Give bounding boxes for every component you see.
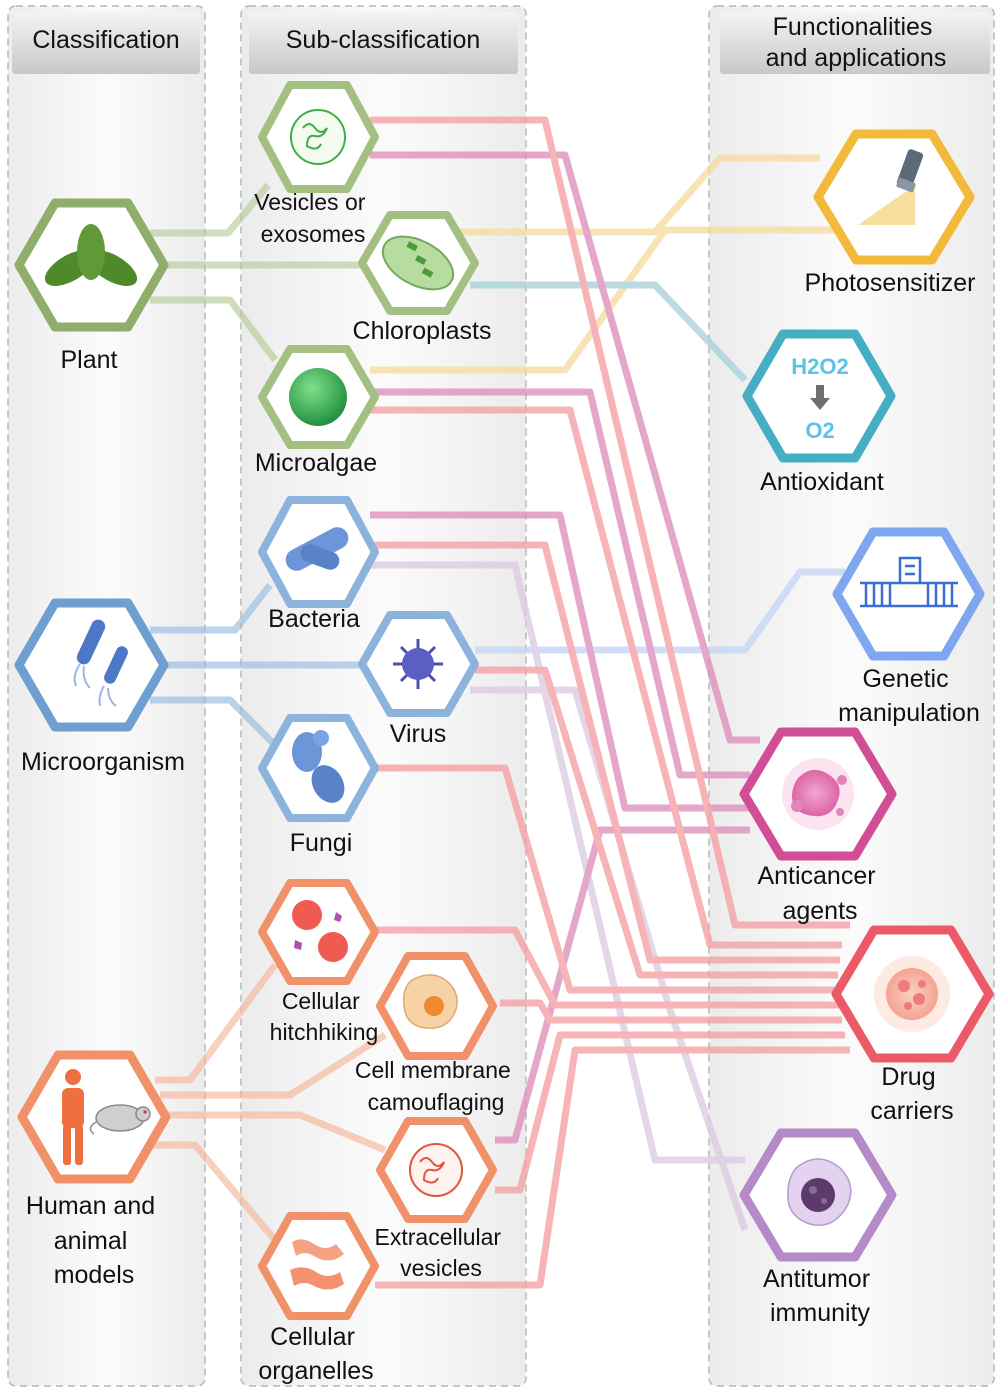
membrane-cell-icon: [404, 975, 458, 1028]
microorganism-hexagon: [19, 603, 164, 727]
bacteria-node[interactable]: Bacteria: [262, 500, 375, 633]
microorganism-label: Microorganism: [21, 748, 185, 776]
fungi-label: Fungi: [290, 829, 353, 857]
o2-formula: O2: [805, 418, 834, 443]
cancer-cell-icon: [782, 758, 854, 830]
plant-label: Plant: [61, 346, 118, 374]
drug-carrier-cell-icon: [874, 956, 950, 1032]
chloroplasts-label: Chloroplasts: [353, 317, 492, 345]
cellular-organelles-hexagon: [262, 1216, 375, 1316]
photosensitizer-hexagon: [818, 134, 970, 260]
column-headers: Classification Sub-classification Functi…: [12, 12, 990, 74]
antioxidant-label: Antioxidant: [760, 468, 884, 496]
sub-classification-header: Sub-classification: [286, 26, 481, 54]
cellular-hitchhiking-hexagon: [262, 883, 375, 981]
bacteria-label: Bacteria: [268, 605, 360, 633]
microalgae-label: Microalgae: [255, 449, 377, 477]
classification-header: Classification: [32, 26, 179, 54]
immune-cell-icon: [788, 1159, 851, 1225]
virus-label: Virus: [390, 720, 447, 748]
vesicle-green-icon: [291, 110, 345, 164]
vesicle-red-icon: [410, 1144, 462, 1196]
microalgae-icon: [289, 368, 347, 426]
genetic-manipulation-hexagon: [837, 532, 980, 656]
cellular-hitchhiking-node[interactable]: Cellular hitchhiking: [262, 883, 378, 1045]
antioxidant-node[interactable]: H2O2 O2 Antioxidant: [747, 334, 891, 496]
photosensitizer-label: Photosensitizer: [805, 269, 976, 297]
h2o2-formula: H2O2: [791, 354, 848, 379]
